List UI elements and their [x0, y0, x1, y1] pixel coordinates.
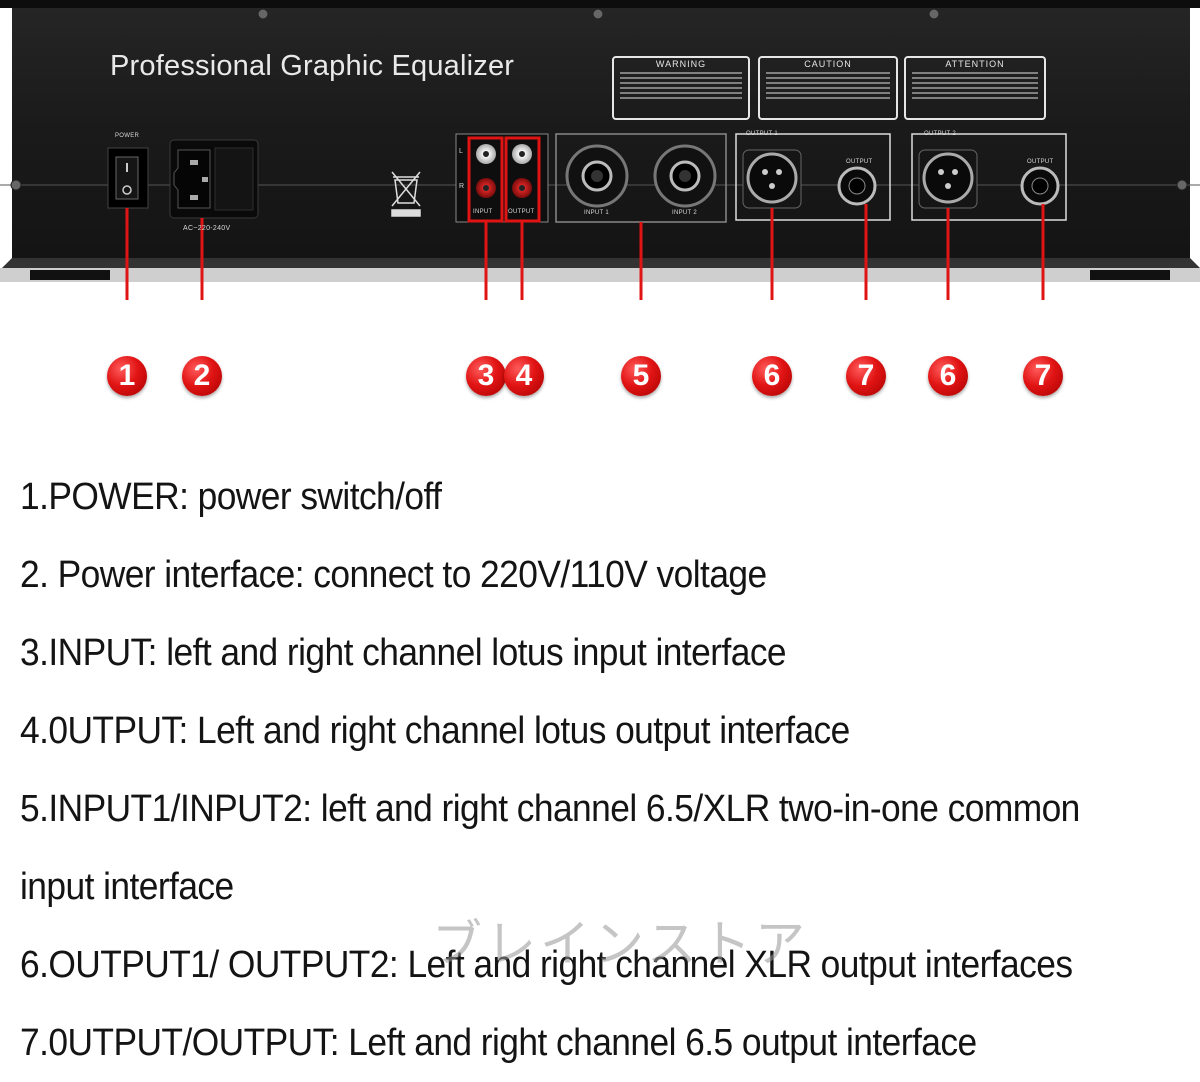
equalizer-rear-panel: Professional Graphic Equalizer WARNING C… [0, 0, 1200, 300]
description-line: 3.INPUT: left and right channel lotus in… [20, 632, 787, 674]
screw-icons [10, 8, 1188, 191]
callout-7-output2: 7 [1023, 356, 1063, 396]
power-switch [107, 147, 149, 209]
callout-4: 4 [504, 356, 544, 396]
panel-title: Professional Graphic Equalizer [110, 50, 515, 82]
callout-6-output2: 6 [928, 356, 968, 396]
callout-5: 5 [621, 356, 661, 396]
description-line: 4.0UTPUT: Left and right channel lotus o… [20, 710, 850, 752]
description-list: 1.POWER: power switch/off 2. Power inter… [20, 458, 1190, 1082]
rca-output-label: OUTPUT [508, 209, 535, 215]
caution-label: CAUTION [758, 56, 898, 120]
callout-2: 2 [182, 356, 222, 396]
callout-leader-lines [125, 204, 1045, 300]
attention-label-title: ATTENTION [945, 59, 1005, 69]
description-line: 5.INPUT1/INPUT2: left and right channel … [20, 788, 1080, 830]
callout-3: 3 [466, 356, 506, 396]
combo-input-block [555, 133, 727, 223]
output1-label: OUTPUT 1 [746, 131, 778, 137]
recycle-bin-icon [391, 171, 421, 217]
description-line: 6.OUTPUT1/ OUTPUT2: Left and right chann… [20, 944, 1073, 986]
description-line: input interface [20, 866, 234, 908]
warning-label: WARNING [612, 56, 750, 120]
caution-label-title: CAUTION [804, 59, 852, 69]
panel-illustration [0, 0, 1200, 300]
output1-jack-label: OUTPUT [846, 159, 873, 165]
description-line: 1.POWER: power switch/off [20, 476, 442, 518]
input2-label: INPUT 2 [672, 210, 697, 216]
output2-jack-label: OUTPUT [1027, 159, 1054, 165]
attention-label: ATTENTION [904, 56, 1046, 120]
callout-7-output1: 7 [846, 356, 886, 396]
callout-6-output1: 6 [752, 356, 792, 396]
input1-label: INPUT 1 [584, 210, 609, 216]
output1-block [735, 133, 891, 221]
output2-label: OUTPUT 2 [924, 131, 956, 137]
power-socket [169, 139, 259, 219]
ac-voltage-label: AC~220-240V [183, 225, 231, 232]
channel-r-label: R [459, 183, 465, 190]
channel-l-label: L [459, 148, 464, 155]
power-label: POWER [115, 133, 140, 139]
callout-1: 1 [107, 356, 147, 396]
output2-block [911, 133, 1067, 221]
rca-input-label: INPUT [473, 209, 493, 215]
description-line: 2. Power interface: connect to 220V/110V… [20, 554, 767, 596]
description-line: 7.0UTPUT/OUTPUT: Left and right channel … [20, 1022, 977, 1064]
warning-label-title: WARNING [655, 59, 707, 69]
